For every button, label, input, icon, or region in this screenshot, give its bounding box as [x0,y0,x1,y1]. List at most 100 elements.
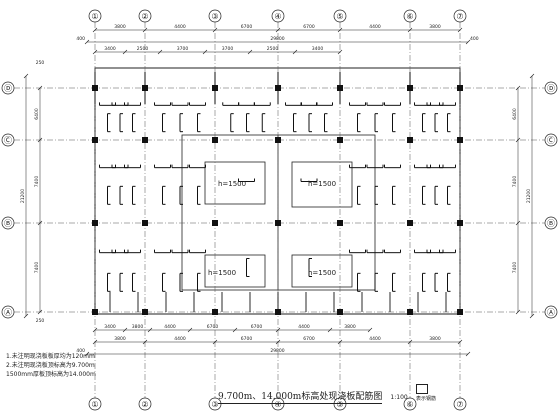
axis-bubble-icon [1,81,15,95]
axis-label-col: ④ [274,400,281,409]
dim-top-sub-tick [202,49,208,55]
column-marker [407,137,413,143]
dim-left-rows-tick [37,85,43,91]
axis-bubble-icon [208,397,222,411]
column-marker [142,309,148,315]
dim-top-spans-label: 6700 [241,24,253,30]
dim-left-rows-tick [37,220,43,226]
dim-bottom-spans-label: 3400 [104,324,116,330]
dim-top-total-label: 29800 [270,36,284,42]
dim-bottom-spans-label: 4400 [298,324,310,330]
dim-left-edge: 250 [36,318,45,324]
axis-label-col: ① [91,12,98,21]
dim-top-sub-tick [292,49,298,55]
dim-bottom-axis-tick [407,339,413,345]
opening-label: h=1500 [218,180,246,188]
dim-bottom-axis-tick [212,339,218,345]
column-marker [142,85,148,91]
dim-right-rows-tick [515,85,521,91]
axis-bubble-icon [271,9,285,23]
dim-bottom-spans-label: 6700 [207,324,219,330]
axis-bubble-icon [544,81,558,95]
column-marker [457,85,463,91]
dim-right-rows-label: 7400 [512,262,518,274]
dim-top-spans-tick [457,27,463,33]
column-marker [337,309,343,315]
axis-label-col: ① [91,400,98,409]
dim-bottom-total-label: 29800 [270,348,284,354]
dim-left-total-tick [23,313,29,319]
column-marker [212,309,218,315]
opening-upper-left [204,161,266,205]
title-scale: 1:100 [390,394,408,401]
axis-label-col: ③ [211,12,218,21]
axis-bubble-icon [271,397,285,411]
column-marker [337,137,343,143]
dim-right-rows-label: 7400 [512,176,518,188]
dim-bottom-spans-tick [147,327,153,333]
axis-bubble-icon [208,9,222,23]
dim-right-total-tick [529,313,535,319]
axis-label-row: Ⓓ [4,84,12,93]
axis-label-col: ② [141,400,148,409]
axis-bubble-icon [453,397,467,411]
axis-label-row: Ⓒ [547,136,555,145]
axis-bubble-icon [88,397,102,411]
dim-left-rows-tick [37,137,43,143]
dim-top-sub-tick [92,49,98,55]
dim-bottom-axis-label: 4400 [369,336,381,342]
opening-label: h=1500 [308,269,336,277]
axis-bubble-icon [88,9,102,23]
dim-bottom-spans-tick [275,327,281,333]
axis-label-col: ⑥ [406,12,413,21]
axis-bubble-icon [544,216,558,230]
title-main: 9.700m、14.000m标高处现浇板配筋图 [218,392,383,404]
dim-top-sub-label: 3700 [222,46,234,52]
drawing-title: 9.700m、14.000m标高处现浇板配筋图 1:100 [218,384,408,404]
axis-label-row: Ⓒ [4,136,12,145]
dim-top-spans-tick [275,27,281,33]
dim-top-sub-label: 3700 [177,46,189,52]
dim-right-total-tick [529,73,535,79]
dim-right-rows-tick [515,309,521,315]
column-marker [212,137,218,143]
axis-bubble-icon [1,133,15,147]
opening-lower-left [204,254,266,288]
opening-lower-right [291,254,353,288]
dim-top-sub-label: 3400 [312,46,324,52]
dim-left-rows-label: 7400 [34,262,40,274]
dim-bottom-spans-tick [232,327,238,333]
dim-top-sub-tick [337,49,343,55]
axis-label-row: Ⓐ [4,308,12,317]
dim-bottom-axis-tick [457,339,463,345]
column-marker [337,220,343,226]
dim-left-edge: 250 [36,60,45,66]
axis-label-col: ④ [274,12,281,21]
column-marker [275,137,281,143]
dim-bottom-axis-tick [92,339,98,345]
column-marker [407,85,413,91]
axis-label-col: ② [141,12,148,21]
dim-bottom-spans-tick [122,327,128,333]
note-3: 1500mm厚板顶标高为14.000m [6,371,96,378]
dim-top-spans-label: 3800 [429,24,441,30]
axis-label-col: ⑦ [456,12,463,21]
column-marker [275,309,281,315]
dim-top-spans-tick [92,27,98,33]
dim-top-sub-label: 2500 [267,46,279,52]
dim-end-offset: 400 [470,36,479,42]
column-marker [142,220,148,226]
axis-bubble-icon [453,9,467,23]
dim-top-sub-tick [122,49,128,55]
dim-bottom-total-tick [465,351,471,357]
dim-bottom-spans-tick [327,327,333,333]
column-marker [92,137,98,143]
axis-bubble-icon [333,397,347,411]
dim-bottom-total-tick [84,351,90,357]
column-marker [92,309,98,315]
column-marker [407,220,413,226]
dim-top-spans-label: 4400 [174,24,186,30]
note-2: 2.未注明现浇板顶标高为9.700m [6,362,95,369]
dim-bottom-axis-label: 4400 [174,336,186,342]
